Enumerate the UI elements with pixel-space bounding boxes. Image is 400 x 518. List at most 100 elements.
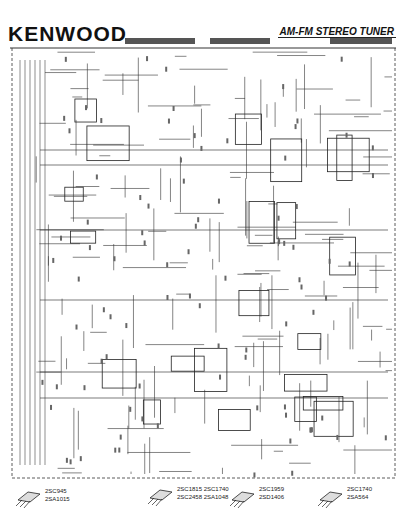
wire: [128, 406, 129, 429]
wire: [58, 468, 75, 469]
part-number: 2SC1815 2SC1740: [176, 486, 230, 493]
wire: [93, 145, 144, 146]
wire: [76, 120, 77, 156]
wire: [259, 287, 260, 322]
wire: [148, 105, 201, 106]
component-symbol: [180, 158, 182, 163]
wire: [70, 144, 124, 145]
wire: [386, 329, 392, 330]
section-bar: [125, 38, 195, 44]
wire: [260, 283, 261, 317]
wire: [194, 86, 195, 104]
transistor-lead: [322, 501, 328, 507]
component-symbol: [298, 277, 300, 282]
ic-block: [314, 401, 353, 436]
ic-block: [249, 202, 274, 244]
component-symbol: [291, 471, 293, 476]
wire: [306, 139, 307, 167]
component-symbol: [63, 116, 65, 121]
component-symbol: [296, 118, 298, 123]
component-symbol: [100, 118, 102, 123]
wire: [350, 252, 392, 253]
wire: [193, 104, 210, 105]
wire: [62, 472, 82, 473]
part-number: 2SC945: [44, 488, 68, 495]
wiring: [20, 52, 392, 477]
wire: [350, 308, 351, 350]
heading-label: AM-FM STEREO TUNER: [278, 26, 396, 38]
component-symbol: [166, 295, 168, 300]
wire: [322, 239, 343, 240]
component-symbol: [188, 249, 190, 254]
component-symbol: [89, 245, 91, 250]
component-symbol: [113, 256, 115, 261]
wire: [364, 417, 365, 427]
wire: [367, 381, 368, 435]
wire: [289, 463, 311, 464]
component-symbol: [106, 354, 108, 359]
component-symbol: [195, 224, 197, 229]
wire: [380, 352, 381, 368]
transistor-lead: [230, 500, 236, 506]
wire: [244, 273, 270, 274]
wire: [108, 428, 164, 429]
component-symbol: [325, 296, 327, 301]
wire: [138, 58, 139, 113]
wire: [88, 363, 105, 364]
wire: [369, 270, 392, 271]
wire: [277, 55, 325, 56]
wire: [329, 130, 392, 131]
bus-wire: [40, 60, 41, 465]
component-symbol: [311, 427, 313, 432]
wire: [246, 201, 247, 238]
wire: [386, 370, 392, 371]
wire: [305, 295, 337, 296]
ic-block: [218, 410, 250, 431]
wire: [160, 168, 161, 200]
part-number: 2SC2458 2SA1048: [176, 494, 229, 501]
wire: [260, 385, 261, 412]
transistor-lead: [16, 500, 22, 506]
component-symbol: [173, 106, 175, 111]
wire: [111, 188, 150, 189]
component-symbol: [148, 204, 150, 209]
wire: [145, 344, 204, 345]
wire: [123, 267, 186, 268]
component-symbol: [183, 179, 185, 184]
wire: [371, 57, 372, 107]
wire: [45, 72, 76, 73]
wire: [51, 236, 90, 237]
component-symbol: [329, 259, 331, 264]
wire: [83, 331, 84, 351]
wire: [127, 452, 190, 453]
wire: [105, 75, 158, 76]
wire: [170, 262, 188, 263]
component-symbol: [60, 236, 62, 241]
component-symbol: [385, 435, 387, 440]
wire: [268, 203, 277, 204]
component-symbol: [70, 459, 72, 464]
wire: [54, 196, 87, 197]
frame-line: [395, 48, 396, 478]
ic-block: [298, 334, 321, 350]
wire: [154, 366, 155, 418]
ic-block: [239, 291, 269, 316]
bus-wire: [35, 60, 36, 465]
component-symbol: [285, 413, 287, 418]
component-symbol: [219, 375, 221, 380]
component-symbol: [87, 220, 89, 225]
wire: [78, 411, 79, 450]
component-symbol: [284, 404, 286, 409]
ic-block: [303, 397, 343, 410]
ic-block: [70, 231, 95, 243]
wire: [249, 376, 250, 387]
wire: [62, 299, 63, 315]
wire: [201, 109, 202, 137]
component-symbol: [285, 321, 287, 326]
component-symbol: [245, 355, 247, 360]
component-symbol: [52, 258, 54, 263]
wire: [209, 218, 210, 251]
wire: [235, 98, 245, 99]
component-symbol: [146, 56, 148, 61]
ic-block: [87, 126, 129, 161]
